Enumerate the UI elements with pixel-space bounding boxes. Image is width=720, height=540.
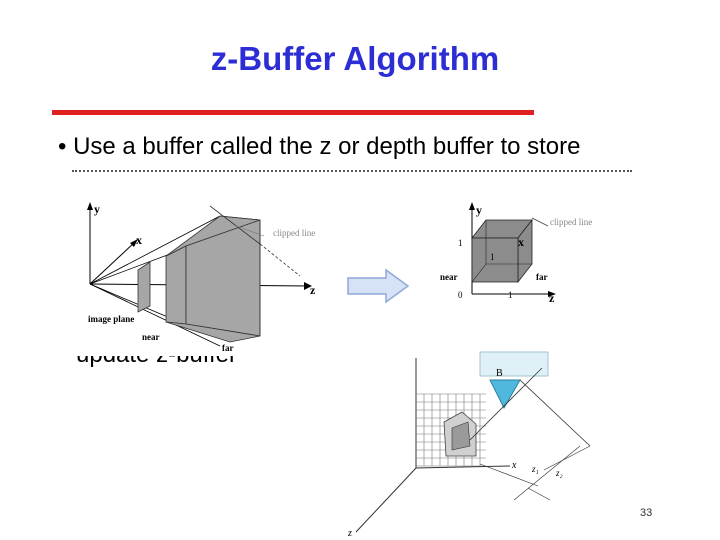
page-number: 33 [640, 507, 653, 519]
right-one-x-label: 1 [490, 252, 495, 262]
left-clipped-line-label: clipped line [273, 228, 315, 238]
bottom-x-label: x [511, 460, 517, 471]
right-near-label: near [440, 272, 458, 282]
left-y-label: y [94, 202, 100, 216]
z2-label: z₂ [555, 468, 563, 478]
slide-title: z-Buffer Algorithm [210, 40, 500, 77]
right-x-label: x [518, 235, 524, 249]
z-buffer-grid-figure: B x z z₁ z₂ [330, 350, 630, 540]
bottom-z-label: z [347, 528, 352, 539]
left-far-label: far [222, 343, 234, 353]
right-zero-label: 0 [458, 290, 463, 300]
title-underline [52, 110, 534, 115]
left-near-label: near [142, 332, 160, 342]
right-z-label: z [549, 291, 555, 305]
image-plane-label: image plane [88, 314, 134, 324]
right-clipped-line-label: clipped line [550, 217, 592, 227]
bullet-1: • Use a buffer called the z or depth buf… [58, 133, 581, 160]
right-y-label: y [476, 203, 482, 217]
right-one-z-label: 1 [508, 290, 513, 300]
right-one-y-label: 1 [458, 238, 463, 248]
canonical-cube-figure: y x z clipped line near far 1 1 1 0 [420, 196, 610, 312]
left-z-label: z [310, 283, 316, 297]
perspective-frustum-figure: y x z clipped line image plane near far [60, 196, 350, 356]
right-arrow-icon [347, 268, 410, 304]
left-x-label: x [136, 233, 142, 247]
right-far-label: far [536, 272, 548, 282]
z1-label: z₁ [531, 464, 539, 474]
plane-b-label: B [496, 368, 503, 379]
